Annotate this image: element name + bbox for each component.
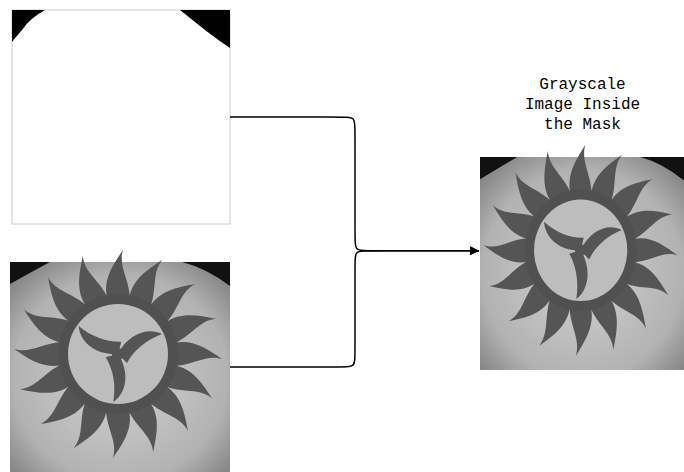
- mask-image: [12, 10, 230, 224]
- mask-corner: [180, 10, 230, 48]
- photo-box: [10, 262, 230, 472]
- tattoo-photo: [10, 250, 230, 472]
- masked-photo: [480, 145, 684, 370]
- result-box: Grayscale Image Inside the Mask: [480, 157, 684, 370]
- mask-corner: [12, 10, 45, 42]
- image-title: Grayscale Image Inside the Mask: [513, 75, 653, 135]
- merge-connector: [230, 117, 479, 251]
- mask-image-box: [12, 10, 230, 224]
- merge-connector: [230, 251, 479, 367]
